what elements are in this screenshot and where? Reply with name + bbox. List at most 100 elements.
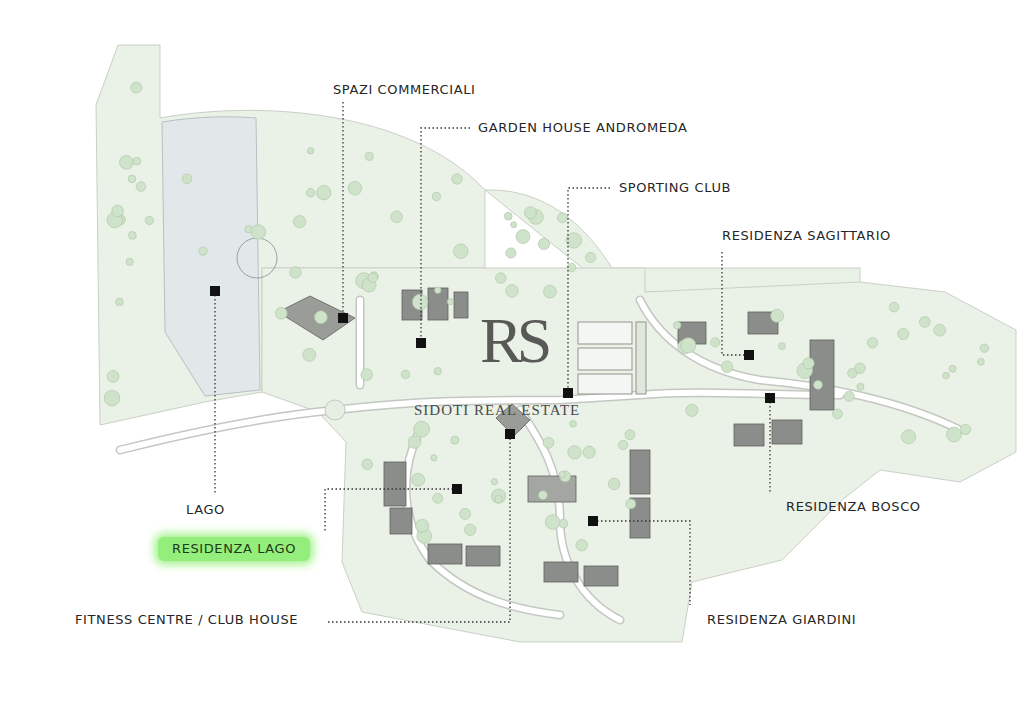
tree [145,216,153,224]
tree [307,148,313,154]
tree [919,317,930,328]
tree [855,363,866,374]
tree [681,338,696,353]
tree [447,299,453,305]
trees [104,82,988,551]
marker-squares [210,286,775,526]
tree [315,311,328,324]
place-label: RESIDENZA BOSCO [786,499,921,515]
tree [867,338,877,348]
tree [544,285,557,298]
park-area [96,45,1016,642]
tree [495,495,503,503]
tree [771,309,784,322]
tree [414,421,430,437]
buildings [278,288,834,586]
place-label: RESIDENZA SAGITTARIO [722,228,891,244]
tree [317,186,331,200]
tree [408,436,421,449]
tree [978,358,985,365]
tree [626,499,636,509]
tree [199,247,207,255]
tree [506,248,516,258]
tree [401,370,409,378]
tree [557,213,567,223]
tree [949,365,956,372]
tree [131,82,142,93]
tree [560,471,571,482]
place-label: RESIDENZA GIARDINI [707,612,856,628]
tree [583,446,595,458]
tree [504,212,512,220]
tree [182,174,192,184]
tree [586,252,596,262]
tree [545,515,560,530]
tree [902,430,916,444]
tree [128,175,136,183]
watermark-text: SIDOTI REAL ESTATE [414,402,580,418]
tree [435,287,441,293]
tree [934,324,946,336]
tree [454,244,469,259]
highlighted-label: RESIDENZA LAGO [158,537,310,561]
tree [538,238,549,249]
tree [452,174,462,184]
tree [136,182,146,192]
tree [559,471,565,477]
roundabout [325,400,345,420]
place-label: SPORTING CLUB [619,180,731,196]
tree [306,188,315,197]
tree [412,294,428,310]
tree [491,479,497,485]
roads [120,300,960,620]
tree [496,273,507,284]
tree [568,446,581,459]
tree [251,225,266,240]
tree [960,424,970,434]
tree [814,381,823,390]
lake-island [237,238,277,278]
tree [943,372,950,379]
lake [162,117,260,396]
tree [416,519,429,532]
tree [433,493,443,503]
tree [290,267,301,278]
tree [391,211,403,223]
tree [368,273,378,283]
tree [460,508,471,519]
tree [451,436,459,444]
tree [431,455,437,461]
tennis-courts [578,322,646,394]
tree [559,519,568,528]
tree [543,437,554,448]
roads-inner [120,300,960,620]
tree [625,430,635,440]
tree [116,298,124,306]
tree [576,539,588,551]
tree [348,181,362,195]
watermark-logo: RS [480,306,546,376]
tree [293,216,305,228]
tree [465,524,476,535]
tree [889,302,899,312]
tree [980,344,988,352]
tree [524,207,536,219]
tree [365,152,373,160]
tree [129,232,137,240]
tree [803,358,814,369]
tree [112,205,124,217]
tree [434,368,441,375]
place-label: FITNESS CENTRE / CLUB HOUSE [75,612,298,628]
tree [362,459,373,470]
tree [432,192,440,200]
tree [539,491,548,500]
tree [844,391,854,401]
tree [721,361,733,373]
tree [303,348,316,361]
tree [275,307,287,319]
tree [120,156,134,170]
tree [711,338,720,347]
tree [686,404,698,416]
tree [947,427,962,442]
